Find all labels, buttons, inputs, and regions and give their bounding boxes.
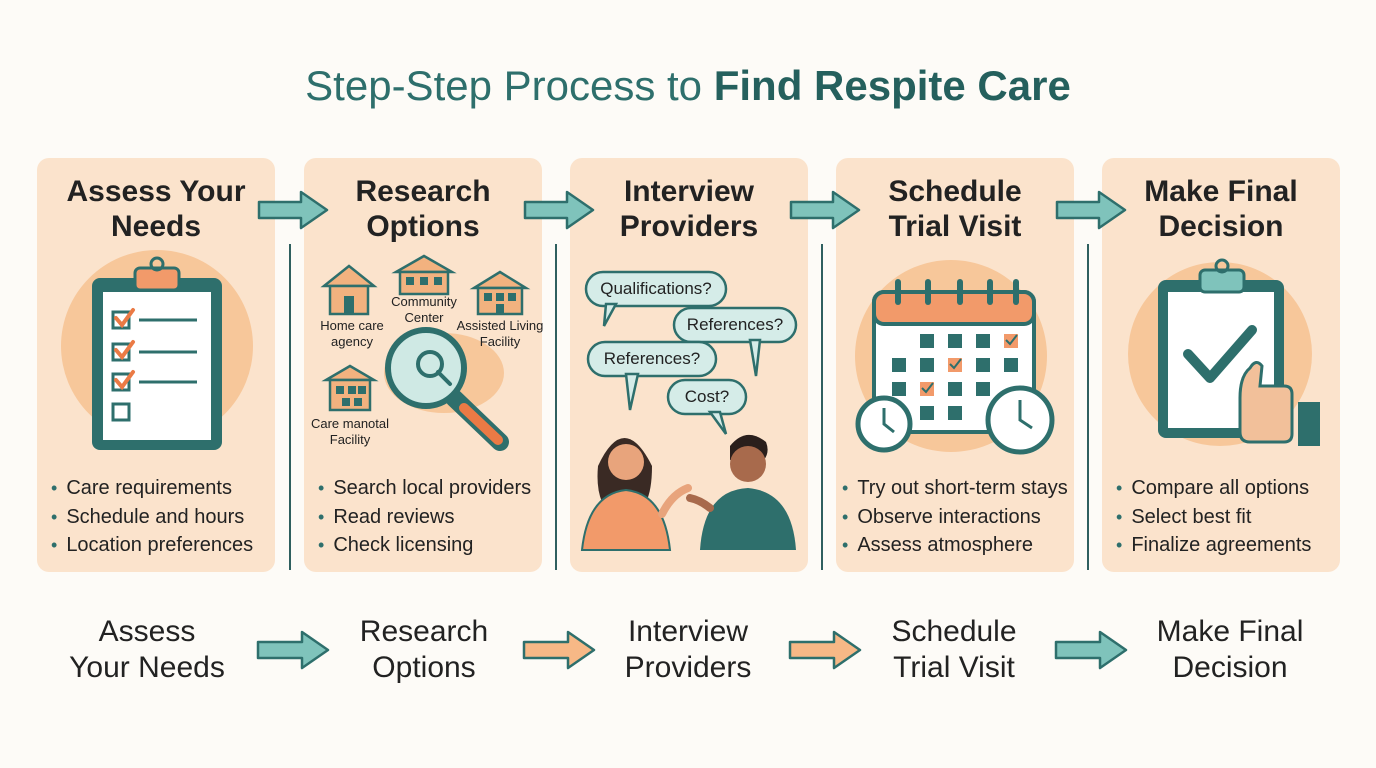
bullet: Observe interactions — [842, 503, 1070, 532]
bottom-step-label: Schedule Trial Visit — [891, 615, 1017, 684]
speech-bubble: References? — [603, 349, 701, 368]
bullet: Care requirements — [51, 474, 271, 503]
divider — [821, 244, 823, 570]
building-label: Assisted Living Facility — [456, 318, 544, 349]
divider — [1087, 244, 1089, 570]
step-title: Assess Your Needs — [66, 175, 246, 243]
divider — [289, 244, 291, 570]
bottom-step-label: Research Options — [359, 615, 489, 684]
bullet: Select best fit — [1116, 503, 1336, 532]
step-bullets: Try out short-term stays Observe interac… — [842, 474, 1070, 560]
speech-bubble: Qualifications? — [600, 279, 712, 298]
arrow-right-icon — [1055, 190, 1127, 230]
bullet: Finalize agreements — [1116, 531, 1336, 560]
building-label: Home care agency — [320, 318, 384, 349]
bottom-step-label: Interview Providers — [624, 615, 752, 684]
clipboard-thumbs-up-icon — [1128, 258, 1320, 446]
building-label: Care manotal Facility — [310, 416, 390, 447]
step-title: Make Final Decision — [1144, 175, 1298, 243]
arrow-right-icon — [1054, 630, 1128, 670]
bottom-step-label: Make Final Decision — [1156, 615, 1304, 684]
arrow-right-icon — [523, 190, 595, 230]
bottom-step-label: Assess Your Needs — [69, 615, 225, 684]
step-title: Schedule Trial Visit — [888, 175, 1022, 243]
step-card-research: Research Options Home care agency Commun… — [304, 158, 543, 572]
step-title: Interview Providers — [619, 175, 759, 243]
step-bullets: Care requirements Schedule and hours Loc… — [51, 474, 271, 560]
bullet: Assess atmosphere — [842, 531, 1070, 560]
step-bullets: Compare all options Select best fit Fina… — [1116, 474, 1336, 560]
arrow-right-icon — [257, 190, 329, 230]
clipboard-checklist-icon — [61, 250, 253, 450]
conversation-icon — [580, 270, 798, 551]
arrow-right-icon — [788, 630, 862, 670]
calendar-clock-icon — [855, 260, 1055, 455]
bullet: Read reviews — [318, 503, 538, 532]
speech-bubble: Cost? — [684, 387, 730, 406]
step-card-trial: Schedule Trial Visit Try out sh — [836, 158, 1074, 572]
arrow-right-icon — [522, 630, 596, 670]
arrow-right-icon — [256, 630, 330, 670]
bullet: Check licensing — [318, 531, 538, 560]
step-card-assess: Assess Your Needs Care requirements Sche… — [37, 158, 275, 572]
step-card-interview: Interview Providers Qualifications? Refe… — [570, 158, 808, 572]
step-card-decision: Make Final Decision Compare all options … — [1102, 158, 1340, 572]
bullet: Location preferences — [51, 531, 271, 560]
bullet: Compare all options — [1116, 474, 1336, 503]
bullet: Schedule and hours — [51, 503, 271, 532]
speech-bubble: References? — [686, 315, 784, 334]
step-title: Research Options — [355, 175, 491, 243]
arrow-right-icon — [789, 190, 861, 230]
bullet: Search local providers — [318, 474, 538, 503]
bullet: Try out short-term stays — [842, 474, 1070, 503]
magnifier-buildings-icon — [320, 254, 531, 451]
page-title: Step-Step Process to Find Respite Care — [305, 62, 1071, 109]
step-bullets: Search local providers Read reviews Chec… — [318, 474, 538, 560]
divider — [555, 244, 557, 570]
building-label: Community Center — [391, 294, 457, 325]
